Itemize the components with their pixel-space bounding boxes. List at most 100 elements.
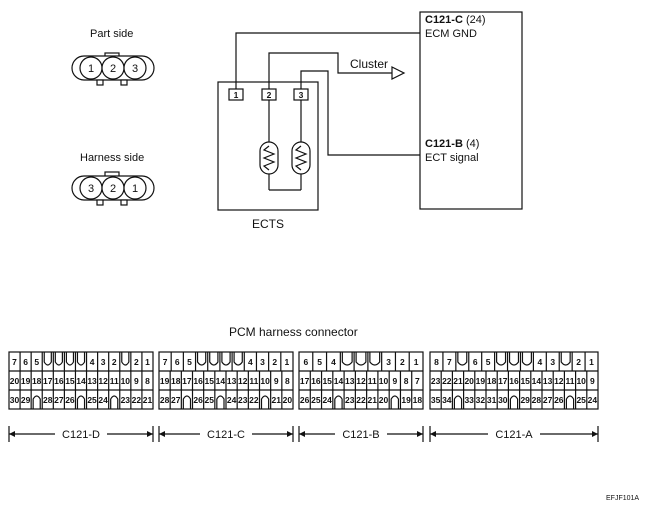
ecm-gnd-connector-ref: C121-C (24) xyxy=(425,14,486,26)
pcm-pin: 30 xyxy=(10,395,20,405)
pcm-pin: 20 xyxy=(464,376,474,386)
pcm-pin: 28 xyxy=(43,395,53,405)
pcm-pin: 10 xyxy=(379,376,389,386)
pcm-pin: 16 xyxy=(311,376,321,386)
pcm-pin: 12 xyxy=(554,376,564,386)
ects-terminal-1: 1 xyxy=(234,90,239,100)
pcm-block-label: C121-B xyxy=(342,429,379,441)
cluster-arrow-icon xyxy=(391,66,406,80)
ects-terminal-3: 3 xyxy=(299,90,304,100)
pcm-pin: 3 xyxy=(386,357,391,367)
pcm-pin: 5 xyxy=(317,357,322,367)
pcm-pin: 12 xyxy=(98,376,108,386)
pcm-pin: 23 xyxy=(121,395,131,405)
pcm-pin: 27 xyxy=(171,395,181,405)
pcm-pin: 24 xyxy=(98,395,108,405)
pcm-pin: 28 xyxy=(532,395,542,405)
pcm-pin: 4 xyxy=(331,357,336,367)
harness-side-label: Harness side xyxy=(80,152,144,164)
pcm-pin: 14 xyxy=(76,376,86,386)
pcm-pin: 13 xyxy=(345,376,355,386)
pcm-pin: 26 xyxy=(65,395,75,405)
pcm-pin: 7 xyxy=(12,357,17,367)
pcm-pin: 6 xyxy=(23,357,28,367)
harness-side-connector: 3 2 1 xyxy=(71,171,155,206)
pcm-pin: 24 xyxy=(227,395,237,405)
pcm-pin: 3 xyxy=(260,357,265,367)
pcm-pin: 9 xyxy=(392,376,397,386)
pcm-pin: 9 xyxy=(274,376,279,386)
pcm-pin: 7 xyxy=(415,376,420,386)
pcm-pin: 6 xyxy=(304,357,309,367)
pcm-pin: 34 xyxy=(442,395,452,405)
pcm-block-label: C121-D xyxy=(62,429,100,441)
harness-pin-2: 2 xyxy=(110,183,116,195)
pcm-pin: 26 xyxy=(300,395,310,405)
pcm-pin: 21 xyxy=(453,376,463,386)
pcm-pin: 14 xyxy=(216,376,226,386)
pcm-pin: 17 xyxy=(300,376,310,386)
pcm-pin: 23 xyxy=(345,395,355,405)
pcm-pin: 14 xyxy=(334,376,344,386)
pcm-pin: 18 xyxy=(487,376,497,386)
ecm-box xyxy=(419,11,523,210)
pcm-pin: 15 xyxy=(205,376,215,386)
ecm-ect-connector-ref: C121-B (4) xyxy=(425,138,479,150)
pcm-pin: 22 xyxy=(249,395,259,405)
pcm-pin: 17 xyxy=(43,376,53,386)
pcm-pin: 20 xyxy=(379,395,389,405)
pcm-pin: 2 xyxy=(400,357,405,367)
pcm-pin: 8 xyxy=(285,376,290,386)
part-side-connector: 1 2 3 xyxy=(71,52,155,86)
part-pin-2: 2 xyxy=(110,63,116,75)
pcm-pin: 10 xyxy=(260,376,270,386)
pcm-pin: 15 xyxy=(322,376,332,386)
part-pin-3: 3 xyxy=(132,63,138,75)
pcm-pin: 35 xyxy=(431,395,441,405)
harness-pin-3: 3 xyxy=(88,183,94,195)
part-pin-1: 1 xyxy=(88,63,94,75)
pcm-pin: 1 xyxy=(589,357,594,367)
pcm-pin: 3 xyxy=(550,357,555,367)
pcm-pin: 1 xyxy=(145,357,150,367)
pcm-pin: 5 xyxy=(34,357,39,367)
cluster-label: Cluster xyxy=(350,57,388,71)
pcm-pin: 8 xyxy=(404,376,409,386)
part-side-label: Part side xyxy=(90,28,133,40)
harness-pin-1: 1 xyxy=(132,183,138,195)
ects-terminals: 1 2 3 xyxy=(228,88,309,101)
pcm-pin: 18 xyxy=(413,395,423,405)
ecm-gnd-signal: ECM GND xyxy=(425,28,477,40)
pcm-pin: 10 xyxy=(121,376,131,386)
pcm-pin: 6 xyxy=(473,357,478,367)
pcm-pin: 4 xyxy=(248,357,253,367)
pcm-pin: 6 xyxy=(175,357,180,367)
pcm-pin: 14 xyxy=(532,376,542,386)
pcm-pin: 5 xyxy=(486,357,491,367)
pcm-pin: 23 xyxy=(238,395,248,405)
pcm-pin: 2 xyxy=(134,357,139,367)
pcm-pin: 1 xyxy=(285,357,290,367)
pcm-pin: 20 xyxy=(283,395,293,405)
pcm-pin: 9 xyxy=(134,376,139,386)
pcm-pin: 13 xyxy=(543,376,553,386)
pcm-block-label: C121-A xyxy=(495,429,533,441)
pcm-pin: 5 xyxy=(187,357,192,367)
pcm-pin: 24 xyxy=(588,395,598,405)
pcm-pin: 11 xyxy=(110,376,119,386)
pcm-pin: 25 xyxy=(576,395,586,405)
pcm-pin: 17 xyxy=(182,376,192,386)
pcm-pin: 21 xyxy=(272,395,282,405)
pcm-pin: 8 xyxy=(145,376,150,386)
pcm-pin: 33 xyxy=(464,395,474,405)
pcm-pin: 4 xyxy=(537,357,542,367)
pcm-pin: 13 xyxy=(227,376,237,386)
pcm-pin: 22 xyxy=(132,395,142,405)
pcm-pin: 26 xyxy=(193,395,203,405)
pcm-pin: 27 xyxy=(54,395,64,405)
pcm-pin: 21 xyxy=(143,395,153,405)
